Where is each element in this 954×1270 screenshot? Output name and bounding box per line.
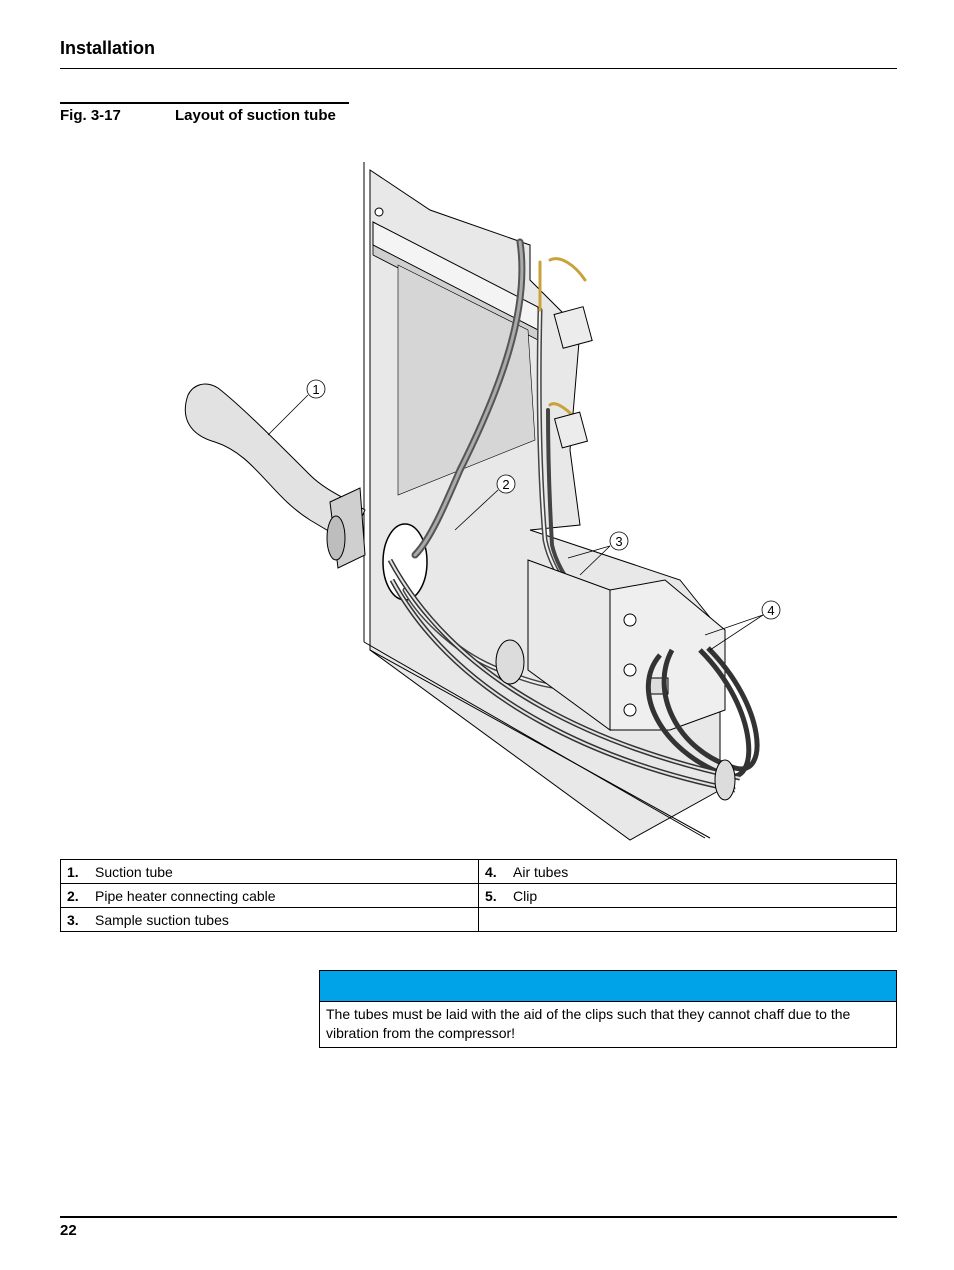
legend-number: 4. (485, 863, 497, 880)
callout-3: 3 (615, 534, 622, 549)
screw-icon (374, 207, 384, 217)
callout-4: 4 (767, 603, 774, 618)
legend-text: Pipe heater connecting cable (95, 887, 276, 904)
tube-brackets (553, 306, 593, 449)
legend-row: 3. Sample suction tubes (60, 907, 897, 932)
legend-item: 1. Suction tube (60, 859, 479, 884)
legend-text: Sample suction tubes (95, 911, 229, 928)
legend-text: Suction tube (95, 863, 173, 880)
legend-number: 1. (67, 863, 79, 880)
inner-plate (397, 264, 536, 496)
housing-edges (363, 162, 711, 839)
suction-tube-illustration: 1 2 3 4 (184, 162, 781, 841)
legend-table: 1. Suction tube 4. Air tubes 2. Pipe heater… (60, 859, 897, 932)
suction-tube (184, 383, 366, 569)
section-title: Installation (60, 38, 156, 58)
legend-item: 2. Pipe heater connecting cable (60, 883, 479, 908)
clips (495, 639, 736, 801)
legend-row: 2. Pipe heater connecting cable 5. Clip (60, 883, 897, 908)
legend-text: Clip (513, 887, 538, 904)
legend-number: 2. (67, 887, 79, 904)
callout-2: 2 (502, 477, 509, 492)
figure-title: Layout of suction tube (175, 107, 336, 124)
callout-leaders (267, 394, 764, 651)
figure-label: Fig. 3-17 (60, 107, 121, 124)
legend-row: 1. Suction tube 4. Air tubes (60, 859, 897, 884)
note-box: The tubes must be laid with the aid of t… (319, 970, 897, 1048)
figure-caption-rule (60, 102, 349, 104)
legend-item-empty (478, 907, 897, 932)
callout-markers: 1 2 3 4 (306, 379, 781, 620)
header-divider (60, 68, 897, 69)
legend-item: 4. Air tubes (478, 859, 897, 884)
callout-1: 1 (312, 382, 319, 397)
legend-item: 5. Clip (478, 883, 897, 908)
footer-divider (60, 1216, 897, 1218)
legend-number: 3. (67, 911, 79, 928)
note-text: The tubes must be laid with the aid of t… (326, 1006, 851, 1041)
note-header-bar (320, 971, 896, 1002)
legend-number: 5. (485, 887, 497, 904)
legend-item: 3. Sample suction tubes (60, 907, 479, 932)
legend-text: Air tubes (513, 863, 569, 880)
page-number: 22 (60, 1222, 77, 1239)
